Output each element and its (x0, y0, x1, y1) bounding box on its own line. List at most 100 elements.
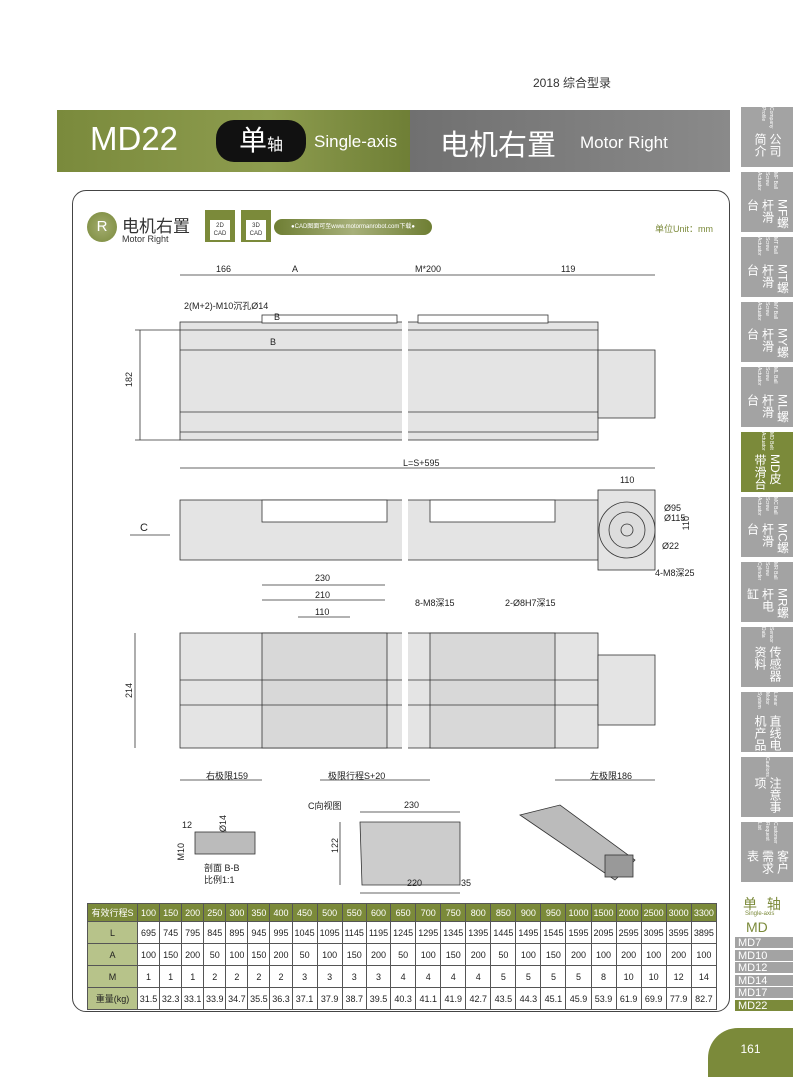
table-cell: 32.3 (159, 987, 183, 1010)
table-cell: 2500 (640, 903, 667, 922)
table-cell: 745 (159, 921, 183, 944)
table-cell: 1295 (415, 921, 442, 944)
table-cell: 10 (615, 965, 642, 988)
table-cell: 250 (203, 903, 227, 922)
model-list-item[interactable]: MD7 (735, 937, 793, 949)
section-mark-b2: B (270, 337, 277, 347)
model-list-item[interactable]: MD14 (735, 974, 793, 987)
c-view-230: 230 (404, 800, 420, 810)
row-label: M (87, 965, 138, 988)
cad-download-link[interactable]: ●CAD图面可至www.motormanrobot.com下载● (274, 219, 432, 235)
table-cell: 41.1 (415, 987, 442, 1010)
c-view-122: 122 (330, 838, 340, 854)
row-label: 有效行程S (87, 903, 138, 922)
table-cell: 41.9 (440, 987, 467, 1010)
table-cell: 42.7 (465, 987, 492, 1010)
c-view-shape (359, 821, 461, 886)
table-cell: 200 (665, 943, 692, 966)
table-cell: 845 (203, 921, 227, 944)
table-cell: 3000 (665, 903, 692, 922)
unit-label: 单位Unit：mm (655, 224, 713, 234)
cad-2d-icon[interactable]: 2D CAD (205, 210, 235, 242)
dim-a: A (292, 264, 299, 274)
axis-pill: 单轴 (216, 120, 306, 162)
table-cell: 4 (415, 965, 442, 988)
side-tab-cn: 客户需求表 (745, 849, 790, 874)
cad-3d-icon[interactable]: 3D CAD (241, 210, 271, 242)
screw-callout: 4-M8深25 (655, 568, 695, 578)
top-view-body (179, 321, 599, 441)
dim-182: 182 (124, 372, 134, 388)
table-cell: 1045 (291, 921, 318, 944)
table-cell: 44.3 (515, 987, 542, 1010)
table-cell: 100 (136, 943, 161, 966)
dim-110-vertical: 110 (681, 516, 691, 531)
table-cell: 3095 (640, 921, 667, 944)
dim-d95: Ø95 (664, 503, 682, 513)
table-cell: 150 (440, 943, 467, 966)
table-cell: 35.5 (247, 987, 271, 1010)
side-tab-cn: MC螺杆滑台 (745, 523, 790, 555)
table-cell: 150 (247, 943, 271, 966)
pin-callout: 2-Ø8H7深15 (505, 598, 556, 608)
limit-stroke: 极限行程S+20 (328, 771, 386, 781)
side-tab-cn: MF螺杆滑台 (745, 198, 790, 228)
table-cell: 12 (665, 965, 692, 988)
table-cell: 100 (690, 943, 718, 966)
side-tab-en: MD Belt Actuator (760, 432, 774, 451)
table-cell: 900 (515, 903, 542, 922)
page-number: 161 (708, 1028, 793, 1077)
table-cell: 3 (341, 965, 367, 988)
model-list-item[interactable]: MD12 (735, 962, 793, 975)
model-list-item[interactable]: MD22 (735, 1000, 793, 1012)
table-cell: 82.7 (690, 987, 718, 1010)
table-cell: 5 (490, 965, 517, 988)
table-cell: 1195 (365, 921, 392, 944)
section-title-cn: 电机右置 (122, 217, 190, 236)
side-tab-en: MR Ball Screw Cylinder (756, 562, 778, 581)
table-cell: 5 (540, 965, 567, 988)
table-cell: 750 (440, 903, 467, 922)
model-list-item[interactable]: MD17 (735, 987, 793, 1000)
dim-110: 110 (620, 475, 635, 485)
row-label: 重量(kg) (87, 987, 138, 1010)
table-cell: 945 (247, 921, 271, 944)
table-cell: 300 (225, 903, 249, 922)
section-bb-scale: 比例1:1 (204, 875, 235, 885)
table-cell: 10 (640, 965, 667, 988)
table-cell: 100 (136, 903, 161, 922)
content-frame (72, 190, 730, 1012)
motor-position-cn: 电机右置 (440, 130, 557, 162)
table-cell: 150 (341, 943, 367, 966)
c-view-title: C向视图 (308, 801, 342, 811)
table-cell: 2 (225, 965, 249, 988)
model-list-item[interactable]: MD10 (735, 949, 793, 962)
side-tab-cn: 公司简介 (753, 133, 782, 158)
model-title: MD22 (90, 120, 179, 157)
catalog-year: 2018 综合型录 (533, 76, 612, 90)
table-cell: 50 (291, 943, 318, 966)
table-cell: 1 (159, 965, 183, 988)
table-cell: 53.9 (590, 987, 617, 1010)
table-cell: 500 (316, 903, 343, 922)
table-cell: 100 (225, 943, 249, 966)
axis-cn2: 轴 (267, 137, 284, 154)
table-cell: 2 (247, 965, 271, 988)
dim-m200: M*200 (415, 264, 442, 274)
table-cell: 2 (269, 965, 293, 988)
table-cell: 1595 (565, 921, 592, 944)
side-tab-en: MT Ball Screw Actuator (756, 237, 778, 256)
